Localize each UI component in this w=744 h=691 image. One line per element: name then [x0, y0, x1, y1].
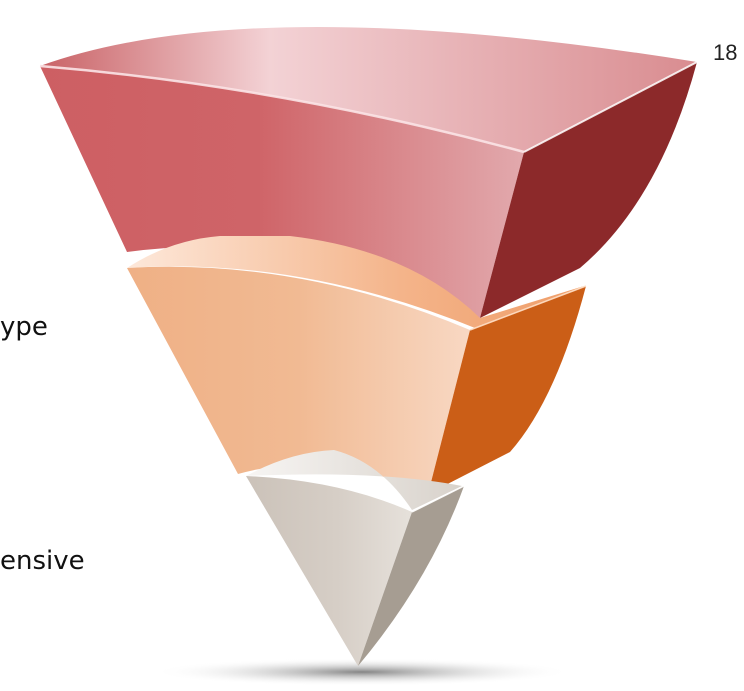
funnel-segment-middle-top-face: [127, 236, 584, 330]
funnel-segment-middle-side-face: [428, 286, 586, 494]
funnel-segment-middle-front-face: [127, 266, 470, 494]
funnel-segment-top-front-face: [40, 66, 524, 318]
funnel-segment-bottom: [246, 450, 465, 666]
funnel-segment-middle: [127, 236, 587, 494]
funnel-segment-bottom-front-face: [246, 476, 412, 666]
ground-shadow: [152, 658, 572, 686]
funnel-label-2: ensive: [0, 546, 85, 576]
funnel-label-1: ype: [0, 312, 48, 342]
funnel-segment-bottom-top-face: [246, 450, 462, 510]
page-number: 18: [713, 40, 738, 65]
funnel-segment-top-side-face: [480, 62, 697, 318]
funnel-segment-bottom-side-face: [358, 486, 464, 666]
funnel-segment-top-top-face: [40, 26, 697, 152]
funnel-segment-top: [39, 26, 698, 318]
